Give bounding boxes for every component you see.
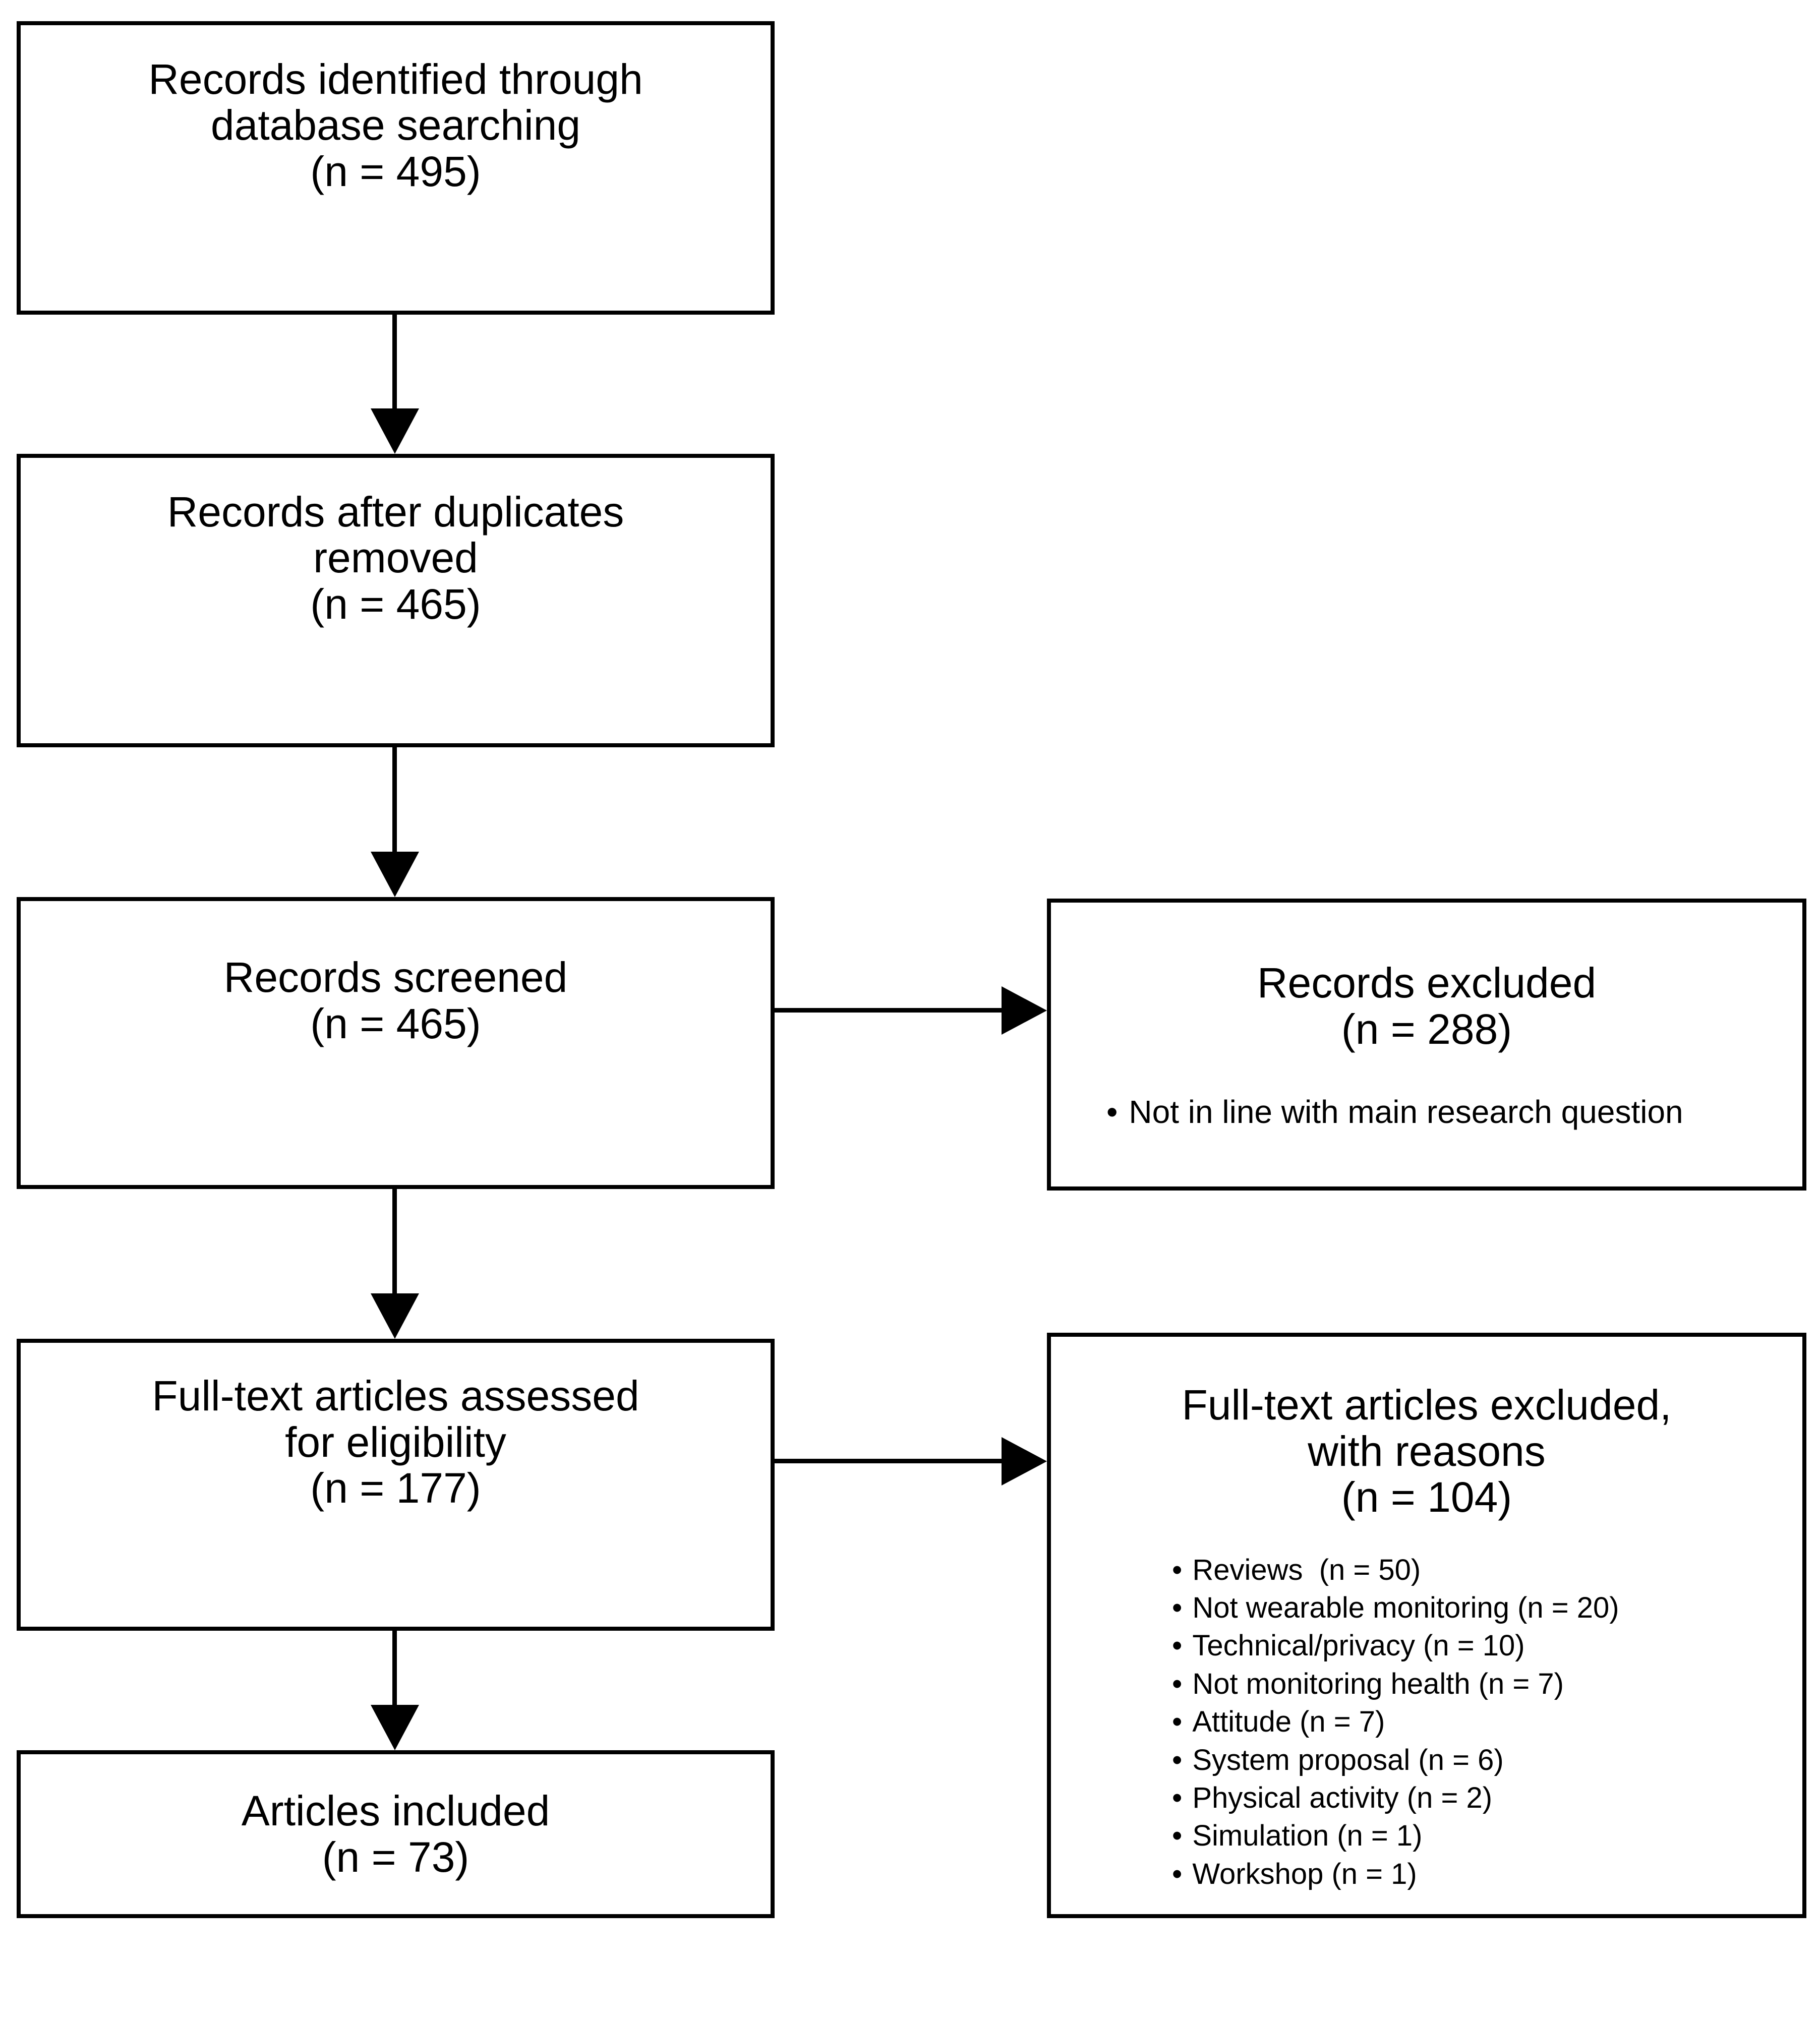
reason-item: • Workshop (n = 1) (1172, 1855, 1802, 1893)
box-fulltext-assessed: Full-text articles assessed for eligibil… (17, 1339, 775, 1631)
box-count: (n = 73) (322, 1833, 469, 1881)
reason-text: Not in line with main research question (1129, 1094, 1683, 1131)
reason-item: • System proposal (n = 6) (1172, 1741, 1802, 1779)
bullet-icon: • (1172, 1667, 1183, 1700)
arrow-duplicates-to-screened (371, 747, 419, 897)
box-line: removed (313, 534, 478, 582)
fulltext-excluded-reasons-list: • Reviews (n = 50) • Not wearable monito… (1051, 1551, 1802, 1893)
arrowhead-down-icon (371, 1293, 419, 1339)
box-line: database searching (210, 101, 581, 149)
records-excluded-reasons-list: • Not in line with main research questio… (1051, 1092, 1802, 1132)
reason-item: • Physical activity (n = 2) (1172, 1779, 1802, 1817)
box-records-excluded: Records excluded (n = 288) • Not in line… (1047, 899, 1806, 1191)
box-fulltext-excluded: Full-text articles excluded, with reason… (1047, 1333, 1806, 1918)
box-records-after-duplicates-text: Records after duplicates removed (n = 46… (167, 489, 624, 628)
box-records-after-duplicates: Records after duplicates removed (n = 46… (17, 454, 775, 747)
box-count: (n = 177) (310, 1464, 481, 1512)
reason-item: • Not wearable monitoring (n = 20) (1172, 1589, 1802, 1627)
arrowhead-right-icon (1002, 1437, 1047, 1486)
bullet-icon: • (1172, 1743, 1183, 1776)
box-line: Records identified through (148, 55, 643, 103)
arrow-line (392, 1189, 397, 1298)
bullet-icon: • (1172, 1553, 1183, 1586)
reason-text: Technical/privacy (n = 10) (1192, 1629, 1525, 1662)
arrowhead-right-icon (1002, 986, 1047, 1035)
reason-item: • Technical/privacy (n = 10) (1172, 1627, 1802, 1665)
box-line: Records screened (223, 953, 568, 1001)
box-count: (n = 495) (310, 147, 481, 195)
arrow-fulltext-to-fulltext-excluded (775, 1437, 1047, 1486)
reason-text: Physical activity (n = 2) (1192, 1781, 1493, 1814)
arrow-line (392, 747, 397, 857)
reason-text: Reviews (n = 50) (1192, 1553, 1421, 1586)
arrow-screened-to-fulltext (371, 1189, 419, 1339)
reason-item: • Not in line with main research questio… (1106, 1092, 1802, 1132)
box-fulltext-excluded-text: Full-text articles excluded, with reason… (1182, 1382, 1671, 1521)
arrowhead-down-icon (371, 852, 419, 897)
box-line: Full-text articles assessed (152, 1372, 639, 1420)
reason-item: • Reviews (n = 50) (1172, 1551, 1802, 1589)
box-records-screened: Records screened (n = 465) (17, 897, 775, 1189)
reason-text: Not monitoring health (n = 7) (1192, 1667, 1564, 1700)
reason-text: Attitude (n = 7) (1192, 1705, 1385, 1739)
box-line: for eligibility (285, 1418, 506, 1466)
box-records-identified: Records identified through database sear… (17, 21, 775, 315)
reason-item: • Simulation (n = 1) (1172, 1817, 1802, 1855)
box-count: (n = 104) (1341, 1473, 1512, 1521)
box-records-excluded-text: Records excluded (n = 288) (1257, 960, 1596, 1052)
bullet-icon: • (1172, 1819, 1183, 1853)
reason-item: • Not monitoring health (n = 7) (1172, 1665, 1802, 1703)
arrowhead-down-icon (371, 408, 419, 454)
reason-item: • Attitude (n = 7) (1172, 1703, 1802, 1741)
box-line: Records after duplicates (167, 488, 624, 536)
box-records-identified-text: Records identified through database sear… (148, 56, 643, 195)
box-fulltext-assessed-text: Full-text articles assessed for eligibil… (152, 1373, 639, 1512)
arrow-line (392, 1631, 397, 1710)
box-line: Records excluded (1257, 959, 1597, 1006)
bullet-icon: • (1172, 1705, 1183, 1739)
arrow-screened-to-excluded (775, 986, 1047, 1035)
arrow-identified-to-duplicates (371, 315, 419, 454)
box-count: (n = 288) (1341, 1005, 1512, 1053)
box-count: (n = 465) (310, 999, 481, 1047)
arrowhead-down-icon (371, 1705, 419, 1750)
box-line: Articles included (241, 1787, 550, 1834)
box-line: with reasons (1308, 1427, 1546, 1475)
box-articles-included-text: Articles included (n = 73) (242, 1788, 550, 1880)
box-count: (n = 465) (310, 580, 481, 628)
arrow-fulltext-to-included (371, 1631, 419, 1750)
reason-text: Not wearable monitoring (n = 20) (1192, 1591, 1619, 1625)
reason-text: Simulation (n = 1) (1192, 1819, 1423, 1853)
reason-text: Workshop (n = 1) (1192, 1857, 1417, 1890)
box-line: Full-text articles excluded, (1182, 1381, 1672, 1429)
bullet-icon: • (1172, 1629, 1183, 1662)
box-records-screened-text: Records screened (n = 465) (223, 953, 568, 1047)
bullet-icon: • (1172, 1591, 1183, 1625)
arrow-line (775, 1008, 1007, 1013)
bullet-icon: • (1106, 1094, 1118, 1131)
bullet-icon: • (1172, 1781, 1183, 1814)
arrow-line (775, 1459, 1007, 1463)
arrow-line (392, 315, 397, 413)
box-articles-included: Articles included (n = 73) (17, 1750, 775, 1918)
reason-text: System proposal (n = 6) (1192, 1743, 1504, 1776)
bullet-icon: • (1172, 1857, 1183, 1890)
